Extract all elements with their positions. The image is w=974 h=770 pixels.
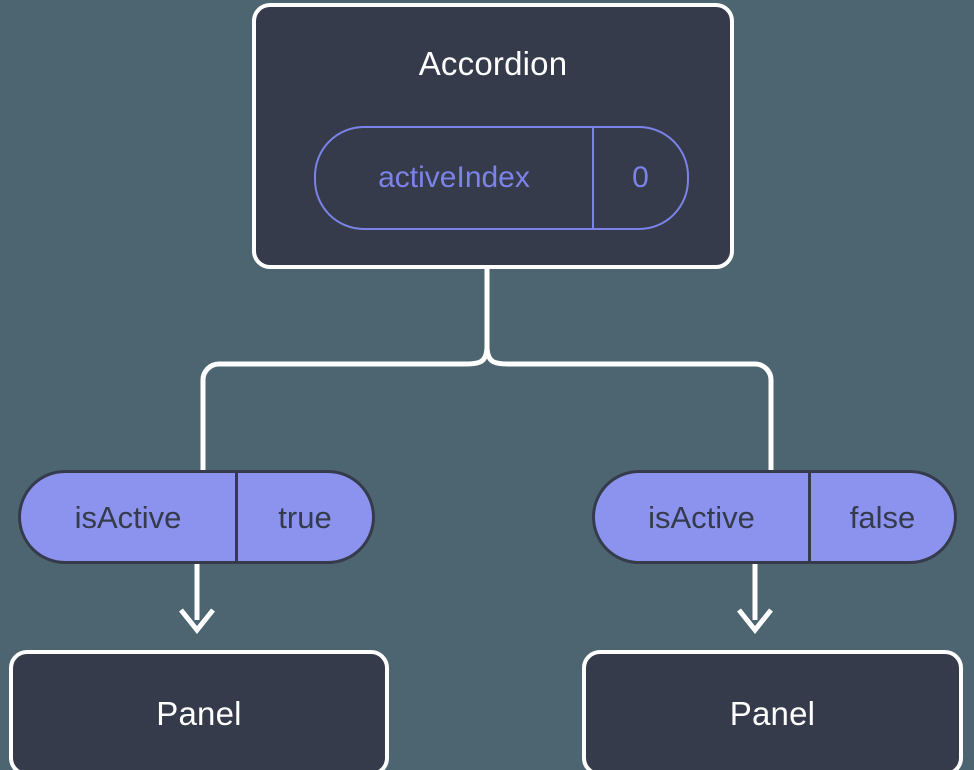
is-active-false-value: false [849,499,916,535]
panel-node-left[interactable]: Panel [9,650,389,770]
accordion-node[interactable]: Accordion activeIndex 0 [252,3,734,269]
is-active-true-pill[interactable]: isActive true [18,470,375,564]
connector-branch-left [200,345,490,470]
connector-branch-right [484,345,774,470]
arrow-head-left-icon [179,608,215,635]
is-active-true-key: isActive [21,473,238,561]
arrow-head-right-icon [737,608,773,635]
panel-left-title: Panel [156,694,242,732]
panel-node-right[interactable]: Panel [582,650,963,770]
is-active-true-value: true [278,499,332,535]
panel-right-title: Panel [729,694,816,732]
active-index-state-pill[interactable]: activeIndex 0 [314,126,689,230]
accordion-title: Accordion [418,45,568,82]
is-active-false-key: isActive [595,473,811,561]
is-active-false-pill[interactable]: isActive false [592,470,957,564]
active-index-value: 0 [632,161,649,194]
active-index-key: activeIndex [316,128,594,228]
